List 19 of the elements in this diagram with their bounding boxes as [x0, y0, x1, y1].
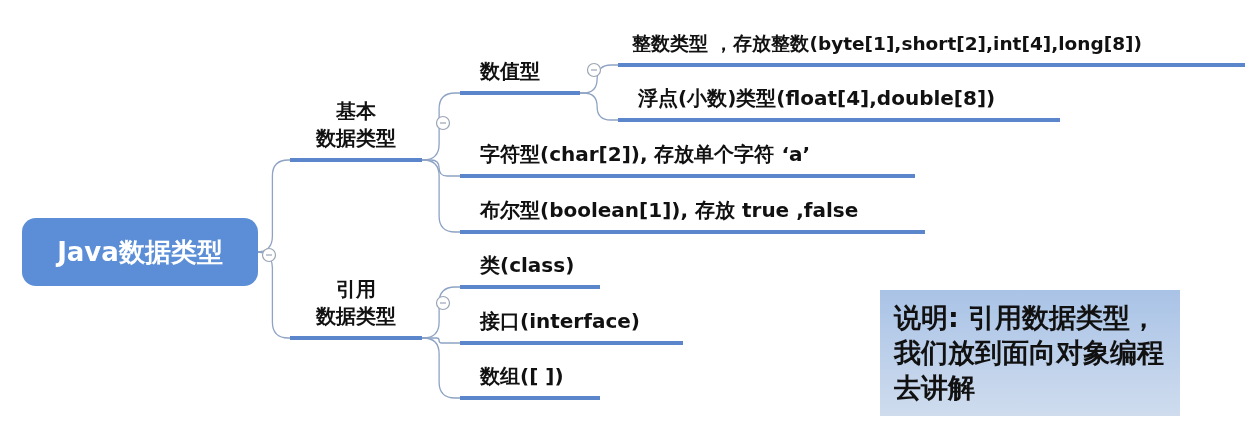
node-text: 浮点(小数)类型(float[4],double[8]) [638, 85, 996, 112]
node-text: 引用 [336, 276, 376, 303]
note-text: 说明: 引用数据类型，我们放到面向对象编程去讲解 [894, 302, 1164, 404]
root-topic-box [22, 218, 258, 286]
branch-line [579, 92, 619, 121]
node-text: 类(class) [480, 252, 575, 279]
node-text: 接口(interface) [480, 308, 640, 335]
node-text: 布尔型(boolean[1]), 存放 true ,false [480, 197, 859, 224]
branch-line [421, 159, 461, 233]
node-text: 数组([ ]) [480, 363, 564, 390]
node-text: 数值型 [480, 58, 540, 85]
branch-line [421, 337, 461, 399]
note-box [880, 290, 1180, 416]
node-text: 数据类型 [316, 125, 396, 152]
node-text: 基本 [336, 98, 376, 125]
node-text: 数据类型 [316, 303, 396, 330]
node-text: Java数据类型 [57, 235, 223, 269]
node-text: 字符型(char[2]), 存放单个字符 ‘a’ [480, 141, 811, 168]
node-text: 整数类型 ，存放整数(byte[1],short[2],int[4],long[8]) [632, 32, 1142, 57]
